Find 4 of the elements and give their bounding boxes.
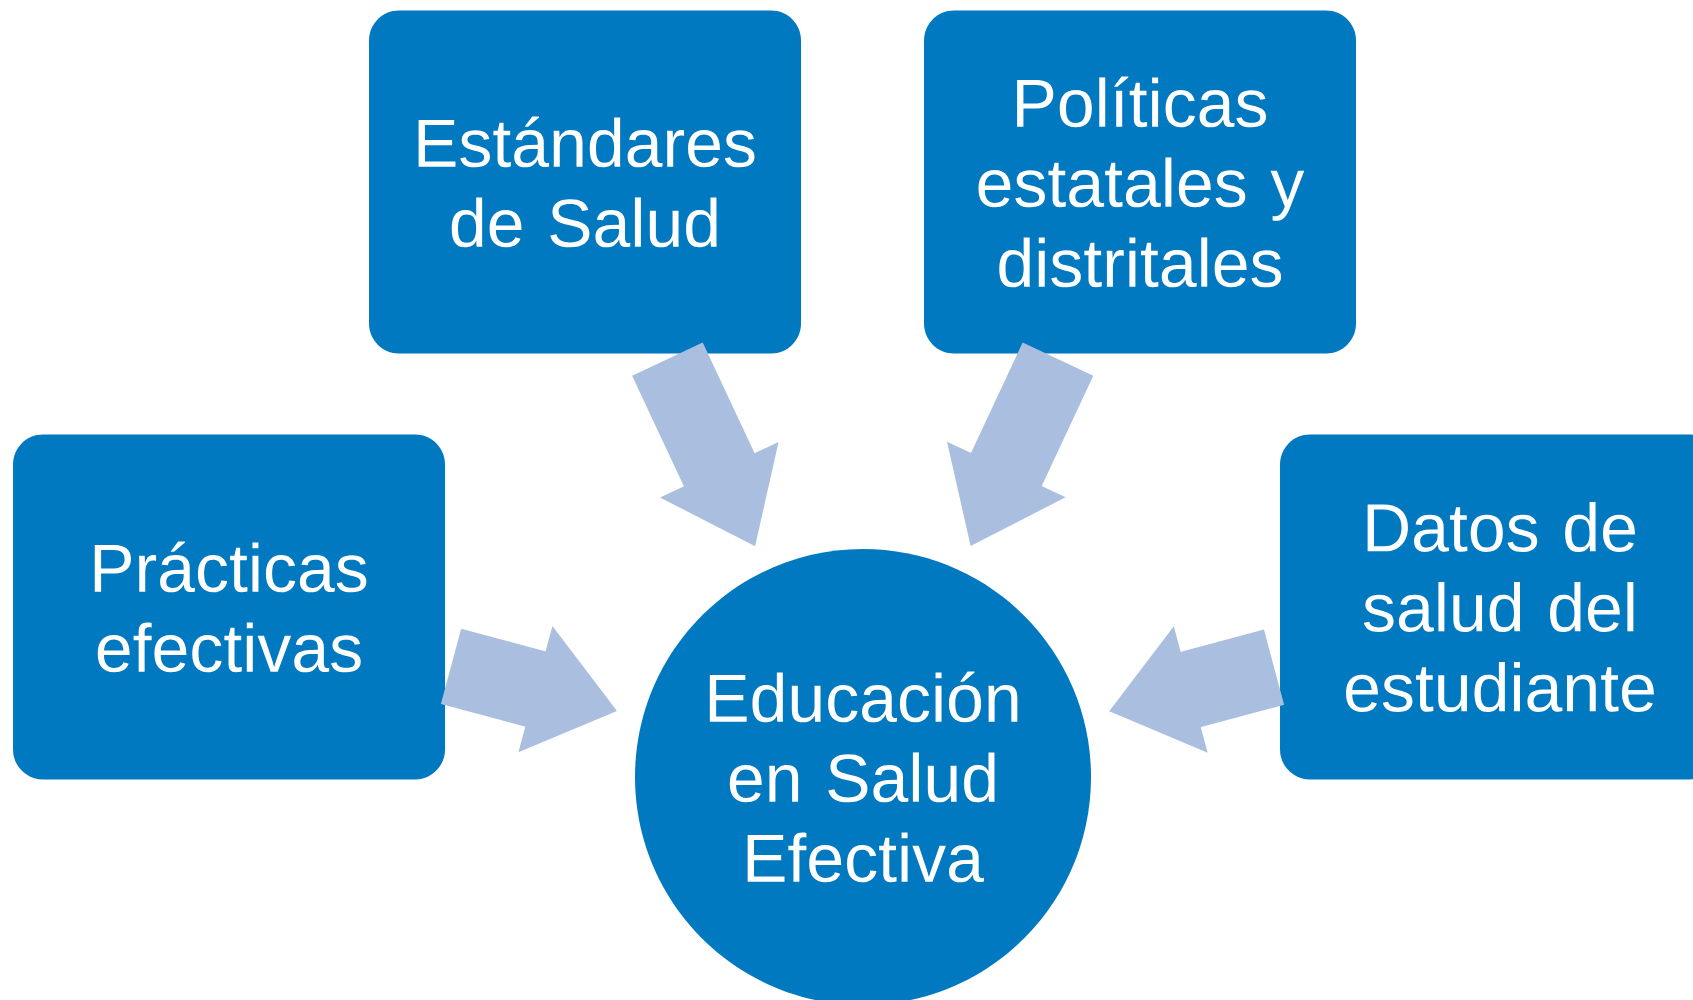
rounded-box: Datos de salud del estudiante (1280, 434, 1693, 780)
rounded-box: Políticas estatales y distritales (924, 10, 1356, 354)
rounded-box: Prácticas efectivas (13, 434, 445, 780)
rounded-box: Estándares de Salud (369, 10, 801, 354)
